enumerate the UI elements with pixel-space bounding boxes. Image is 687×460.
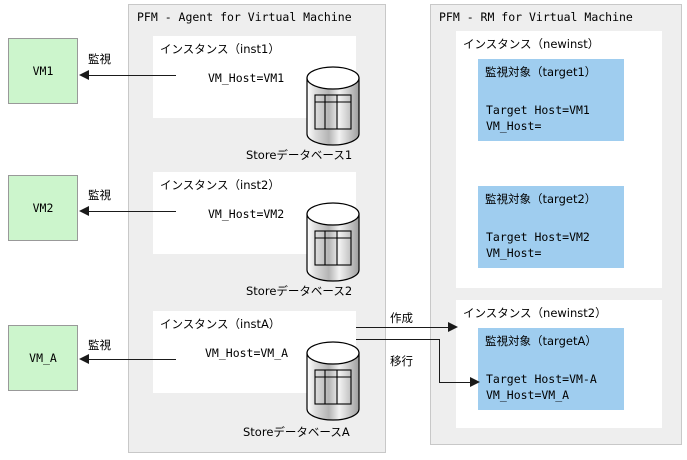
monitored-target-targetA: 監視対象（targetA） Target Host=VM-A VM_Host=V…: [478, 328, 624, 410]
vm-box-vm1-label: VM1: [32, 64, 54, 78]
transfer-migrate-line-top: [356, 339, 440, 340]
monitor-arrow-1-line: [89, 75, 176, 76]
transfer-label-create: 作成: [390, 311, 413, 325]
monitored-target-targetA-line1: Target Host=VM-A: [486, 372, 597, 386]
transfer-label-migrate: 移行: [390, 354, 413, 368]
rm-instance-newinst-title: インスタンス（newinst）: [463, 37, 600, 51]
transfer-create-head: [448, 322, 458, 332]
transfer-migrate-line-bottom: [439, 382, 472, 383]
monitored-target-target2-title: 監視対象（target2）: [485, 192, 597, 206]
monitor-arrow-3-line: [89, 359, 176, 360]
monitor-label-3: 監視: [88, 338, 111, 352]
vm-box-vm1: VM1: [8, 38, 78, 104]
monitored-target-target2-line2: VM_Host=: [486, 246, 542, 260]
panel-rm-title: PFM - RM for Virtual Machine: [439, 10, 633, 24]
monitor-label-2: 監視: [88, 188, 111, 202]
store-database-2-icon: [305, 202, 361, 282]
store-database-2-caption: Storeデータベース2: [246, 284, 353, 298]
monitor-arrow-2-head: [79, 206, 89, 216]
agent-instance-instA-property: VM_Host=VM_A: [205, 346, 289, 360]
vm-box-vma: VM_A: [8, 325, 78, 391]
vm-box-vm2: VM2: [8, 175, 78, 241]
store-database-1-icon: [305, 66, 361, 146]
store-database-1-caption: Storeデータベース1: [246, 148, 353, 162]
monitor-arrow-1-head: [79, 70, 89, 80]
transfer-create-line: [356, 327, 450, 328]
agent-instance-inst1-title: インスタンス（inst1）: [160, 42, 280, 56]
monitored-target-target1-line2: VM_Host=: [486, 119, 542, 133]
monitored-target-target2-line1: Target Host=VM2: [486, 230, 590, 244]
store-database-a-caption: StoreデータベースA: [243, 425, 350, 439]
monitored-target-targetA-title: 監視対象（targetA）: [485, 334, 597, 348]
monitored-target-targetA-line2: VM_Host=VM_A: [486, 388, 570, 402]
agent-instance-inst1-property: VM_Host=VM1: [208, 71, 285, 85]
monitored-target-target2: 監視対象（target2） Target Host=VM2 VM_Host=: [478, 186, 624, 268]
monitored-target-target1: 監視対象（target1） Target Host=VM1 VM_Host=: [478, 59, 624, 141]
monitor-arrow-2-line: [89, 211, 176, 212]
panel-agent-title: PFM - Agent for Virtual Machine: [137, 10, 352, 24]
transfer-migrate-line-vertical: [439, 339, 440, 383]
transfer-migrate-head: [470, 377, 480, 387]
store-database-a-icon: [305, 341, 361, 421]
monitored-target-target1-title: 監視対象（target1）: [485, 65, 597, 79]
rm-instance-newinst2-title: インスタンス（newinst2）: [463, 306, 607, 320]
vm-box-vm2-label: VM2: [32, 201, 54, 215]
monitor-label-1: 監視: [88, 52, 111, 66]
monitored-target-target1-line1: Target Host=VM1: [486, 103, 590, 117]
agent-instance-instA-title: インスタンス（instA）: [160, 317, 281, 331]
agent-instance-inst2-title: インスタンス（inst2）: [160, 178, 280, 192]
vm-box-vma-label: VM_A: [29, 351, 57, 365]
monitor-arrow-3-head: [79, 354, 89, 364]
agent-instance-inst2-property: VM_Host=VM2: [208, 207, 285, 221]
